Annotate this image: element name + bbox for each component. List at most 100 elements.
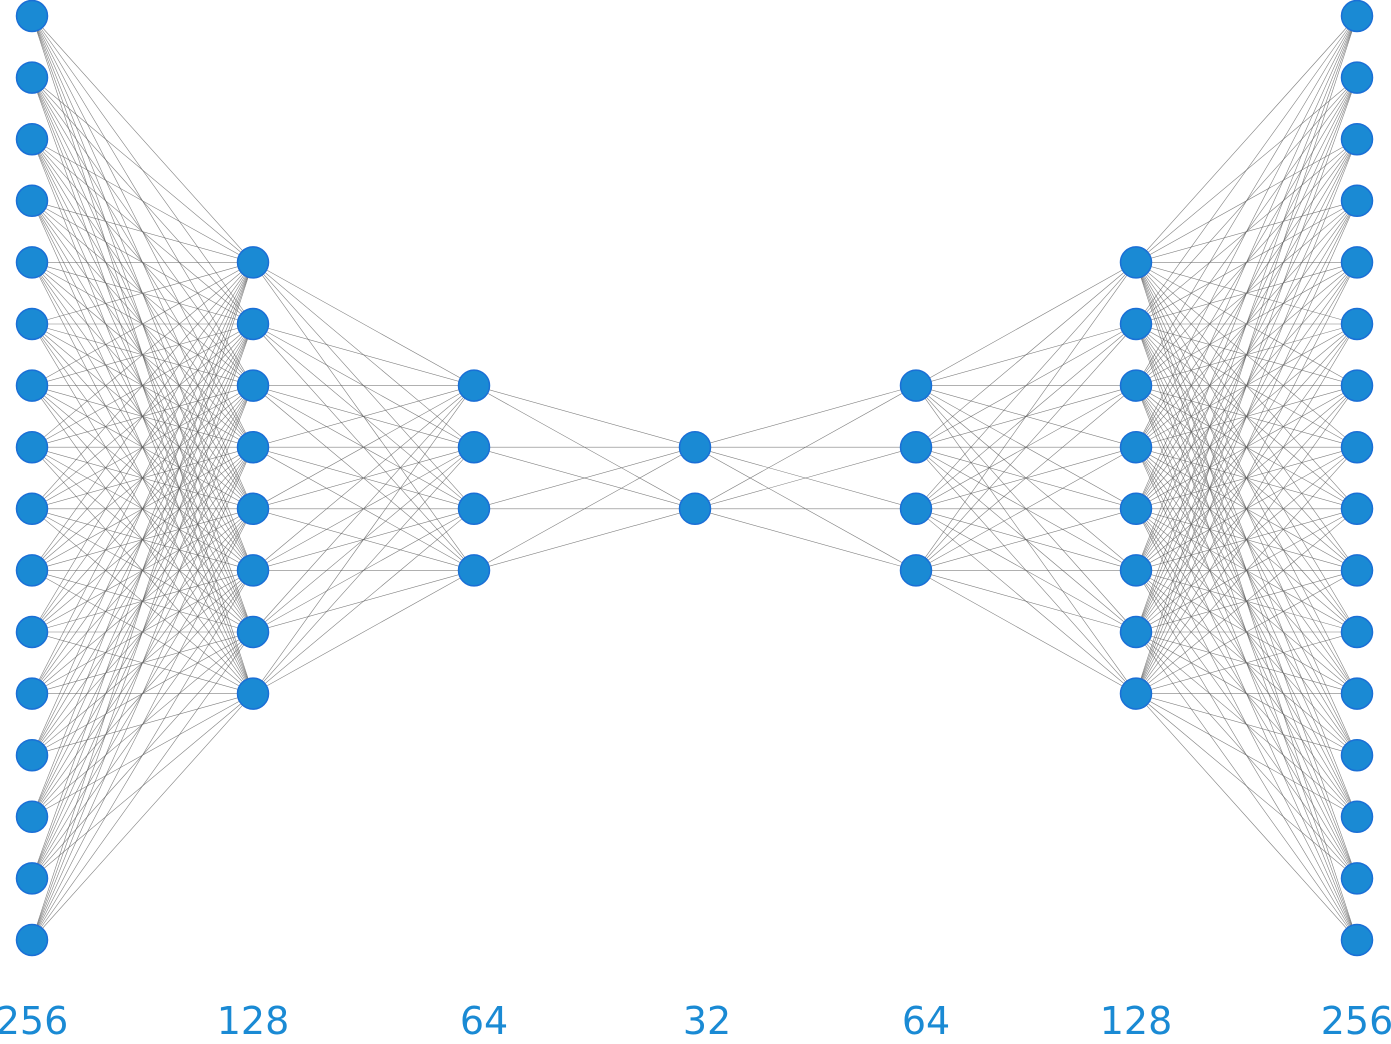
node-layer-0-1 [15,61,49,94]
node-layer-0-6 [15,369,49,402]
layer-label-4: 64 [902,999,950,1043]
node-layer-6-14 [1340,862,1374,895]
edge-l4-n3-to-n0 [915,262,1137,571]
edge-l1-n7-to-n2 [252,508,475,694]
node-layer-6-3 [1340,184,1374,218]
node-layer-1-6 [236,615,270,649]
edge-l0-n15-to-n5 [31,570,254,941]
edge-l5-n7-to-n4 [1135,262,1358,694]
node-layer-6-4 [1340,246,1374,279]
node-layer-0-0 [15,0,49,33]
node-layer-0-13 [15,800,49,834]
node-layer-0-8 [15,492,49,526]
edge-l0-n15-to-n2 [31,385,254,941]
edge-l1-n7-to-n3 [252,570,475,694]
node-layer-4-2 [899,492,933,526]
edge-l5-n7-to-n10 [1135,631,1358,694]
node-layer-1-1 [236,307,270,341]
edge-l0-n8-to-n0 [31,262,254,510]
node-layer-0-2 [15,122,49,156]
node-layer-6-12 [1340,738,1374,772]
edge-l4-n3-to-n7 [915,570,1137,694]
node-layer-6-10 [1340,615,1374,649]
edge-l0-n15-to-n4 [31,508,254,941]
edge-l0-n2-to-n0 [31,138,254,263]
node-layer-6-11 [1340,677,1374,710]
node-layer-1-7 [236,677,270,710]
layer-label-1: 128 [217,999,290,1043]
edge-l5-n7-to-n12 [1135,693,1358,756]
node-layer-0-11 [15,677,49,710]
node-layer-1-0 [236,246,270,279]
edge-l1-n0-to-n0 [252,262,475,386]
edge-l1-n5-to-n0 [252,385,475,571]
edge-l5-n3-to-n0 [1135,15,1358,448]
edge-l5-n7-to-n0 [1135,15,1358,694]
edge-l3-n1-to-n3 [694,508,917,571]
node-layer-0-14 [15,862,49,895]
node-layer-0-9 [15,554,49,587]
node-layer-6-2 [1340,122,1374,156]
node-layer-1-5 [236,554,270,587]
node-layer-6-5 [1340,307,1374,341]
edge-l0-n15-to-n6 [31,631,254,941]
edge-l4-n3-to-n3 [915,446,1137,571]
edge-l1-n7-to-n1 [252,446,475,694]
edge-l5-n6-to-n0 [1135,15,1358,633]
edge-l0-n10-to-n0 [31,262,254,633]
node-layer-2-3 [457,554,491,587]
edge-l5-n7-to-n14 [1135,693,1358,879]
node-layer-5-7 [1119,677,1153,710]
node-layer-3-0 [678,430,712,464]
layer-label-0: 256 [0,999,68,1043]
node-layer-5-0 [1119,246,1153,279]
layer-label-group: 256 128 64 32 64 128 256 [0,999,1391,1043]
edge-l2-n3-to-n0 [473,446,696,571]
edge-l0-n0-to-n0 [31,15,254,263]
edge-l0-n9-to-n0 [31,262,254,571]
node-layer-0-7 [15,430,49,464]
edge-l0-n15-to-n7 [31,693,254,941]
edge-l5-n5-to-n0 [1135,15,1358,571]
node-layer-3-1 [678,492,712,526]
edge-l0-n11-to-n0 [31,262,254,694]
node-layer-2-0 [457,369,491,402]
node-layer-0-15 [15,923,49,957]
node-layer-6-9 [1340,554,1374,587]
node-layer-1-4 [236,492,270,526]
node-layer-1-2 [236,369,270,402]
node-layer-6-1 [1340,61,1374,94]
edge-l4-n2-to-n0 [915,262,1137,509]
node-layer-6-0 [1340,0,1374,33]
edge-l0-n14-to-n0 [31,262,254,879]
edge-l5-n7-to-n13 [1135,693,1358,818]
node-layer-5-1 [1119,307,1153,341]
edge-l5-n7-to-n6 [1135,385,1358,694]
edge-l0-n6-to-n0 [31,262,254,386]
node-layer-5-6 [1119,615,1153,649]
layer-label-6: 256 [1321,999,1391,1043]
edge-l0-n15-to-n1 [31,323,254,941]
layer-label-3: 32 [683,999,731,1043]
node-layer-0-4 [15,246,49,279]
node-layer-5-5 [1119,554,1153,587]
node-layer-2-1 [457,430,491,464]
edge-group [31,15,1358,941]
edge-l0-n7-to-n0 [31,262,254,448]
edge-l0-n15-to-n0 [31,262,254,941]
node-layer-2-2 [457,492,491,526]
edge-l4-n3-to-n2 [915,385,1137,571]
edge-l5-n2-to-n0 [1135,15,1358,386]
layer-label-2: 64 [460,999,508,1043]
node-layer-0-10 [15,615,49,649]
edge-l4-n3-to-n6 [915,570,1137,633]
node-layer-6-7 [1340,430,1374,464]
node-layer-5-3 [1119,430,1153,464]
layer-label-5: 128 [1100,999,1173,1043]
node-group [15,0,1374,957]
edge-l4-n3-to-n4 [915,508,1137,571]
edge-l2-n0-to-n0 [473,385,696,448]
edge-l0-n13-to-n0 [31,262,254,817]
